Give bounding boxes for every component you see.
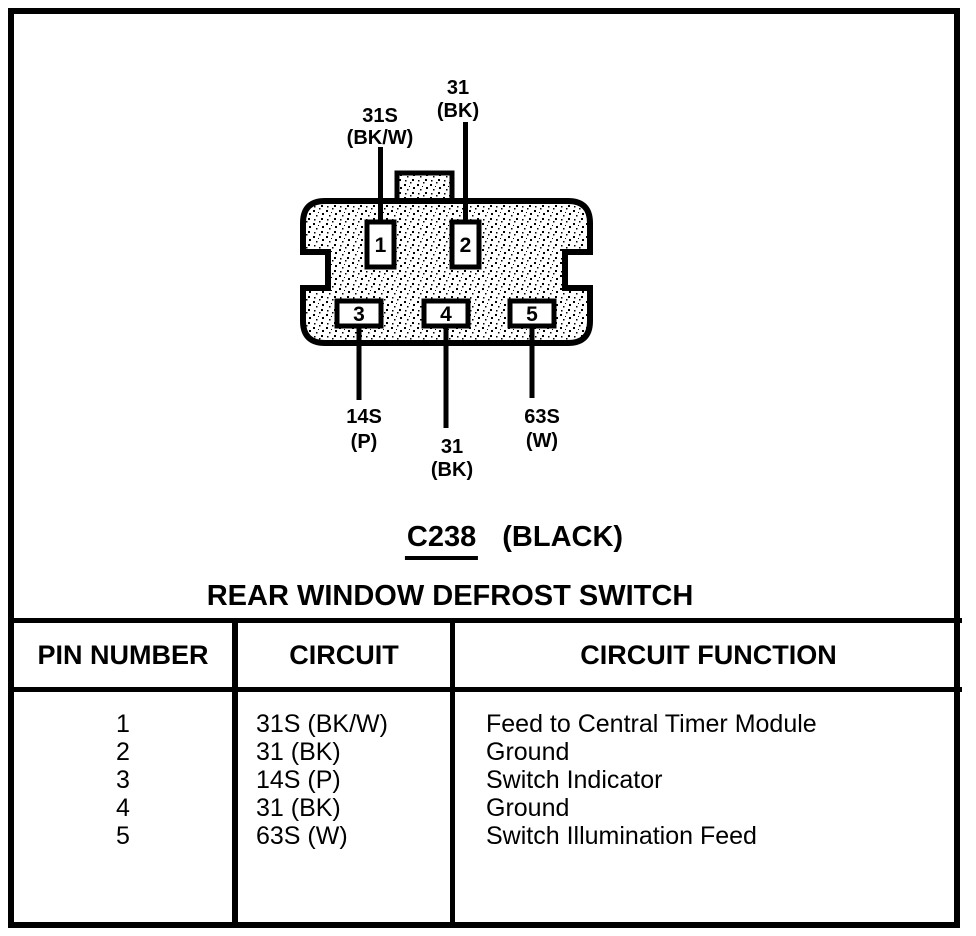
header-circuit: CIRCUIT: [238, 623, 455, 687]
function-cell: Switch Indicator: [486, 766, 663, 794]
pin-number-1: 1: [375, 234, 387, 257]
table-body: 1 2 3 4 5 31S (BK/W) 31 (BK) 14S (P) 31 …: [14, 692, 962, 922]
pin-cavity-2: [449, 219, 482, 270]
table-header-row: PIN NUMBER CIRCUIT CIRCUIT FUNCTION: [14, 618, 962, 692]
circuit-cell: 31S (BK/W): [256, 710, 388, 738]
circuit-cell: 63S (W): [256, 822, 348, 850]
pin-number-4: 4: [440, 303, 452, 326]
connector-name-title: REAR WINDOW DEFROST SWITCH: [206, 580, 694, 612]
wire-id-pin3: 14S: [346, 406, 382, 428]
connector-diagram: 1 2 3 4 5 31S (BK/W) 31 (BK) 14S (P) 31 …: [300, 77, 593, 481]
pin-cell: 1: [116, 710, 130, 738]
connector-id: C238: [404, 521, 479, 560]
column-pin-numbers: 1 2 3 4 5: [14, 692, 238, 922]
header-circuit-function: CIRCUIT FUNCTION: [580, 639, 837, 670]
pin-number-3: 3: [353, 303, 365, 326]
function-cell: Switch Illumination Feed: [486, 822, 757, 850]
wire-id-pin2: 31: [447, 77, 469, 99]
wire-color-pin1: (BK/W): [347, 127, 414, 149]
wire-id-pin1: 31S: [362, 105, 398, 127]
wire-color-pin3: (P): [351, 431, 378, 453]
outer-border: [8, 8, 960, 928]
column-functions: Feed to Central Timer Module Ground Swit…: [455, 692, 962, 922]
circuit-cell: 14S (P): [256, 766, 341, 794]
function-cell: Ground: [486, 794, 570, 822]
pin-cavity-1: [364, 219, 397, 270]
pin-number-2: 2: [460, 234, 472, 257]
pinout-table: PIN NUMBER CIRCUIT CIRCUIT FUNCTION 1 2 …: [14, 618, 962, 922]
pin-number-5: 5: [526, 303, 538, 326]
circuit-cell: 31 (BK): [256, 738, 341, 766]
wire-color-pin4: (BK): [431, 459, 473, 481]
pin-cell: 5: [116, 822, 130, 850]
column-circuits: 31S (BK/W) 31 (BK) 14S (P) 31 (BK) 63S (…: [238, 692, 455, 922]
pin-cell: 3: [116, 766, 130, 794]
wire-color-pin2: (BK): [437, 100, 479, 122]
wire-id-pin4: 31: [441, 436, 463, 458]
wire-color-pin5: (W): [526, 430, 558, 452]
pin-cavity-4: [421, 298, 471, 329]
connector-id-title: C238 (BLACK): [404, 521, 624, 560]
pin-cell: 4: [116, 794, 130, 822]
connector-color: (BLACK): [502, 521, 624, 553]
pin-cavity-5: [507, 298, 557, 329]
circuit-cell: 31 (BK): [256, 794, 341, 822]
header-pin-number: PIN NUMBER: [14, 623, 238, 687]
function-cell: Ground: [486, 738, 570, 766]
pin-cavity-3: [334, 298, 384, 329]
function-cell: Feed to Central Timer Module: [486, 710, 817, 738]
pin-cell: 2: [116, 738, 130, 766]
wire-id-pin5: 63S: [524, 406, 560, 428]
